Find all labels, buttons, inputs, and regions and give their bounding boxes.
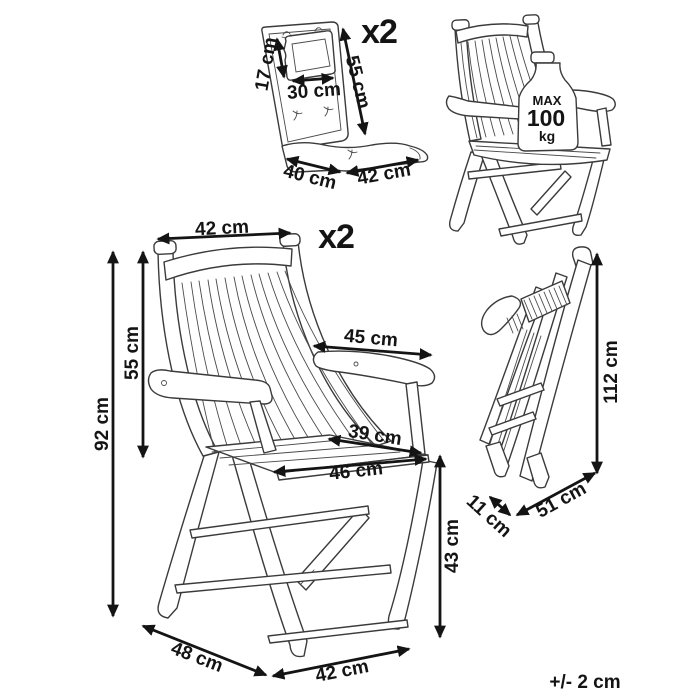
chair-left-armrest-support [249,400,277,454]
cushion-pillow-width-arrow [291,72,335,87]
chair-left-armrest [147,369,273,405]
chair-seat-height-label: 43 cm [442,519,463,573]
chair-left-armrest-peg [161,380,167,386]
load-chair-top-rail [455,23,529,44]
chair-total-height-label: 92 cm [92,397,113,451]
folded-right-foot [526,452,550,489]
chair-right-armrest-peg [353,361,359,367]
folded-inner-rail [479,286,547,445]
chair-backrest-height-label: 55 cm [122,326,143,380]
chair-upper-stretcher [189,505,370,539]
chair-right-armrest-support [405,381,426,457]
chair-right-leg [387,459,438,630]
cushion-diagram: 17 cm 30 cm 55 cm 40 cm 42 cm x2 [251,13,429,194]
load-chair-seat [468,140,611,166]
load-chair-right-post-cap [522,14,540,25]
folded-chair-diagram: 112 cm 11 cm 51 cm [462,246,622,542]
chair-seat-front-width-label: 46 cm [328,458,384,485]
folded-left-foot [485,441,510,478]
chair-footprint-depth-label: 48 cm [168,638,226,677]
folded-depth-arrow [488,495,512,517]
cushion-tuft-right [323,106,334,117]
max-load-chair-diagram: MAX 100 kg [445,14,616,245]
folded-width-arrow [515,471,597,517]
cushion-tuft-left [292,110,303,121]
cushion-pillow-height-arrow [273,37,288,79]
tolerance-note: +/- 2 cm [549,672,620,693]
weight-max-value: 100 [527,105,565,131]
chair-mid-stretcher [174,564,392,594]
load-chair-lower-stretcher [498,213,583,237]
cushion-seat-width-arrow [345,156,420,177]
cushion-pillow [283,30,336,81]
chair-backrest-width-arrow [156,227,292,245]
chair-seat-front-width-arrow [272,454,428,477]
folded-depth-label: 11 cm [462,491,515,542]
cushion-pillow-inner-line [291,38,331,73]
load-chair-front-left-leg [448,151,486,232]
cushion-seat-depth-arrow [285,155,342,176]
chair-bottom-stretcher [267,619,409,644]
cushion-quantity-label: x2 [361,13,397,51]
load-chair-right-armrest-support [596,107,612,147]
folded-armrest-hook [480,295,522,336]
chair-footprint-depth-arrow [141,624,268,677]
load-chair-upper-stretcher [467,161,562,180]
folded-upper-crossbar [496,382,545,407]
chair-right-post-cap [279,233,301,247]
weight-body [517,62,579,152]
cushion-seat-curl-line [409,147,421,160]
chair-backrest-width-label: 42 cm [195,217,250,241]
folded-height-label: 112 cm [601,340,622,403]
weight-unit-label: kg [539,128,555,144]
chair-footprint-width-arrow [271,645,411,680]
load-chair-left-armrest [445,95,522,120]
chair-armrest-length-arrow [312,340,433,361]
chair-left-post [157,249,219,457]
folded-mesh-panel [520,280,571,323]
load-chair-folding-brace [530,170,572,216]
folded-mesh-hatching [506,285,568,334]
chair-front-left-leg [157,451,220,619]
chair-armrest-length-label: 45 cm [343,326,399,352]
chair-seat-depth-arrow [327,434,423,458]
folded-lower-crossbar [488,411,537,436]
chair-left-post-cap [153,239,177,256]
chair-footprint-width-label: 42 cm [314,656,371,687]
weight-cap [530,51,555,64]
weight-max-label: MAX [533,93,562,108]
cushion-pillow-width-label: 30 cm [286,79,341,104]
chair-quantity-label: x2 [318,218,354,256]
main-chair-diagram: 42 cm 55 cm 92 cm 45 cm 39 cm 46 cm 43 c… [92,217,463,687]
chair-top-rail [163,246,293,281]
cushion-back-length-arrow [339,27,369,136]
